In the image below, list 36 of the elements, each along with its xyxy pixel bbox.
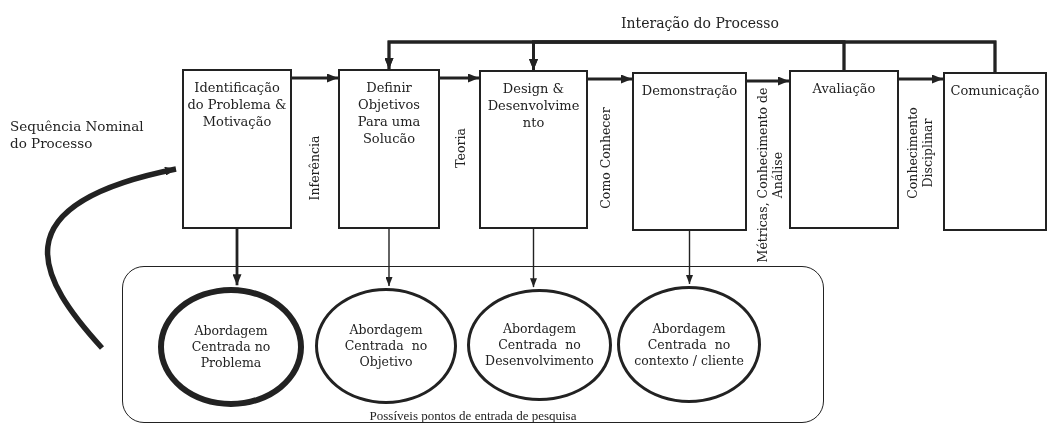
node-label: Abordagem Centrada no Problema [190, 323, 272, 371]
edge-label: Conhecimento Disciplinar [905, 106, 935, 201]
panel-caption: Possíveis pontos de entrada de pesquisa [368, 408, 578, 423]
node-label: Abordagem Centrada no Desenvolvimento [484, 321, 595, 369]
curved-arrow [45, 166, 177, 350]
node-label: Design & Desenvolvime nto [486, 80, 581, 131]
node-label: Comunicação [949, 82, 1041, 99]
process-box [943, 72, 1047, 231]
edge-label: Métricas, Conhecimento de Análise [755, 86, 785, 265]
arrow [747, 76, 789, 86]
arrow [899, 74, 943, 84]
process-box [479, 70, 588, 229]
feedback-label: Interação do Processo [621, 16, 779, 31]
arrow [588, 74, 632, 84]
node-label: Abordagem Centrada no contexto / cliente [633, 320, 745, 369]
edge-label: Como Conhecer [597, 106, 613, 211]
edge-label: Sequência Nominal do Processo [10, 118, 145, 152]
process-box [789, 70, 899, 229]
process-box [182, 69, 292, 229]
process-box [632, 72, 747, 231]
arrow [440, 73, 479, 83]
edge-label: Teoria [452, 127, 468, 170]
arrow [686, 230, 693, 285]
arrow [232, 229, 242, 286]
node-label: Avaliação [811, 80, 877, 97]
arrow [292, 73, 338, 83]
node-label: Identificação do Problema & Motivação [186, 79, 288, 130]
arrow [529, 40, 997, 72]
entry-points-panel [122, 266, 824, 423]
node-label: Demonstração [640, 82, 739, 99]
node-label: Definir Objetivos Para uma Solucão [356, 79, 422, 147]
node-label: Abordagem Centrada no Objetivo [343, 322, 429, 370]
arrow [385, 228, 393, 287]
process-box [338, 69, 440, 229]
edge-label: Inferência [306, 134, 322, 203]
arrow [530, 228, 537, 288]
